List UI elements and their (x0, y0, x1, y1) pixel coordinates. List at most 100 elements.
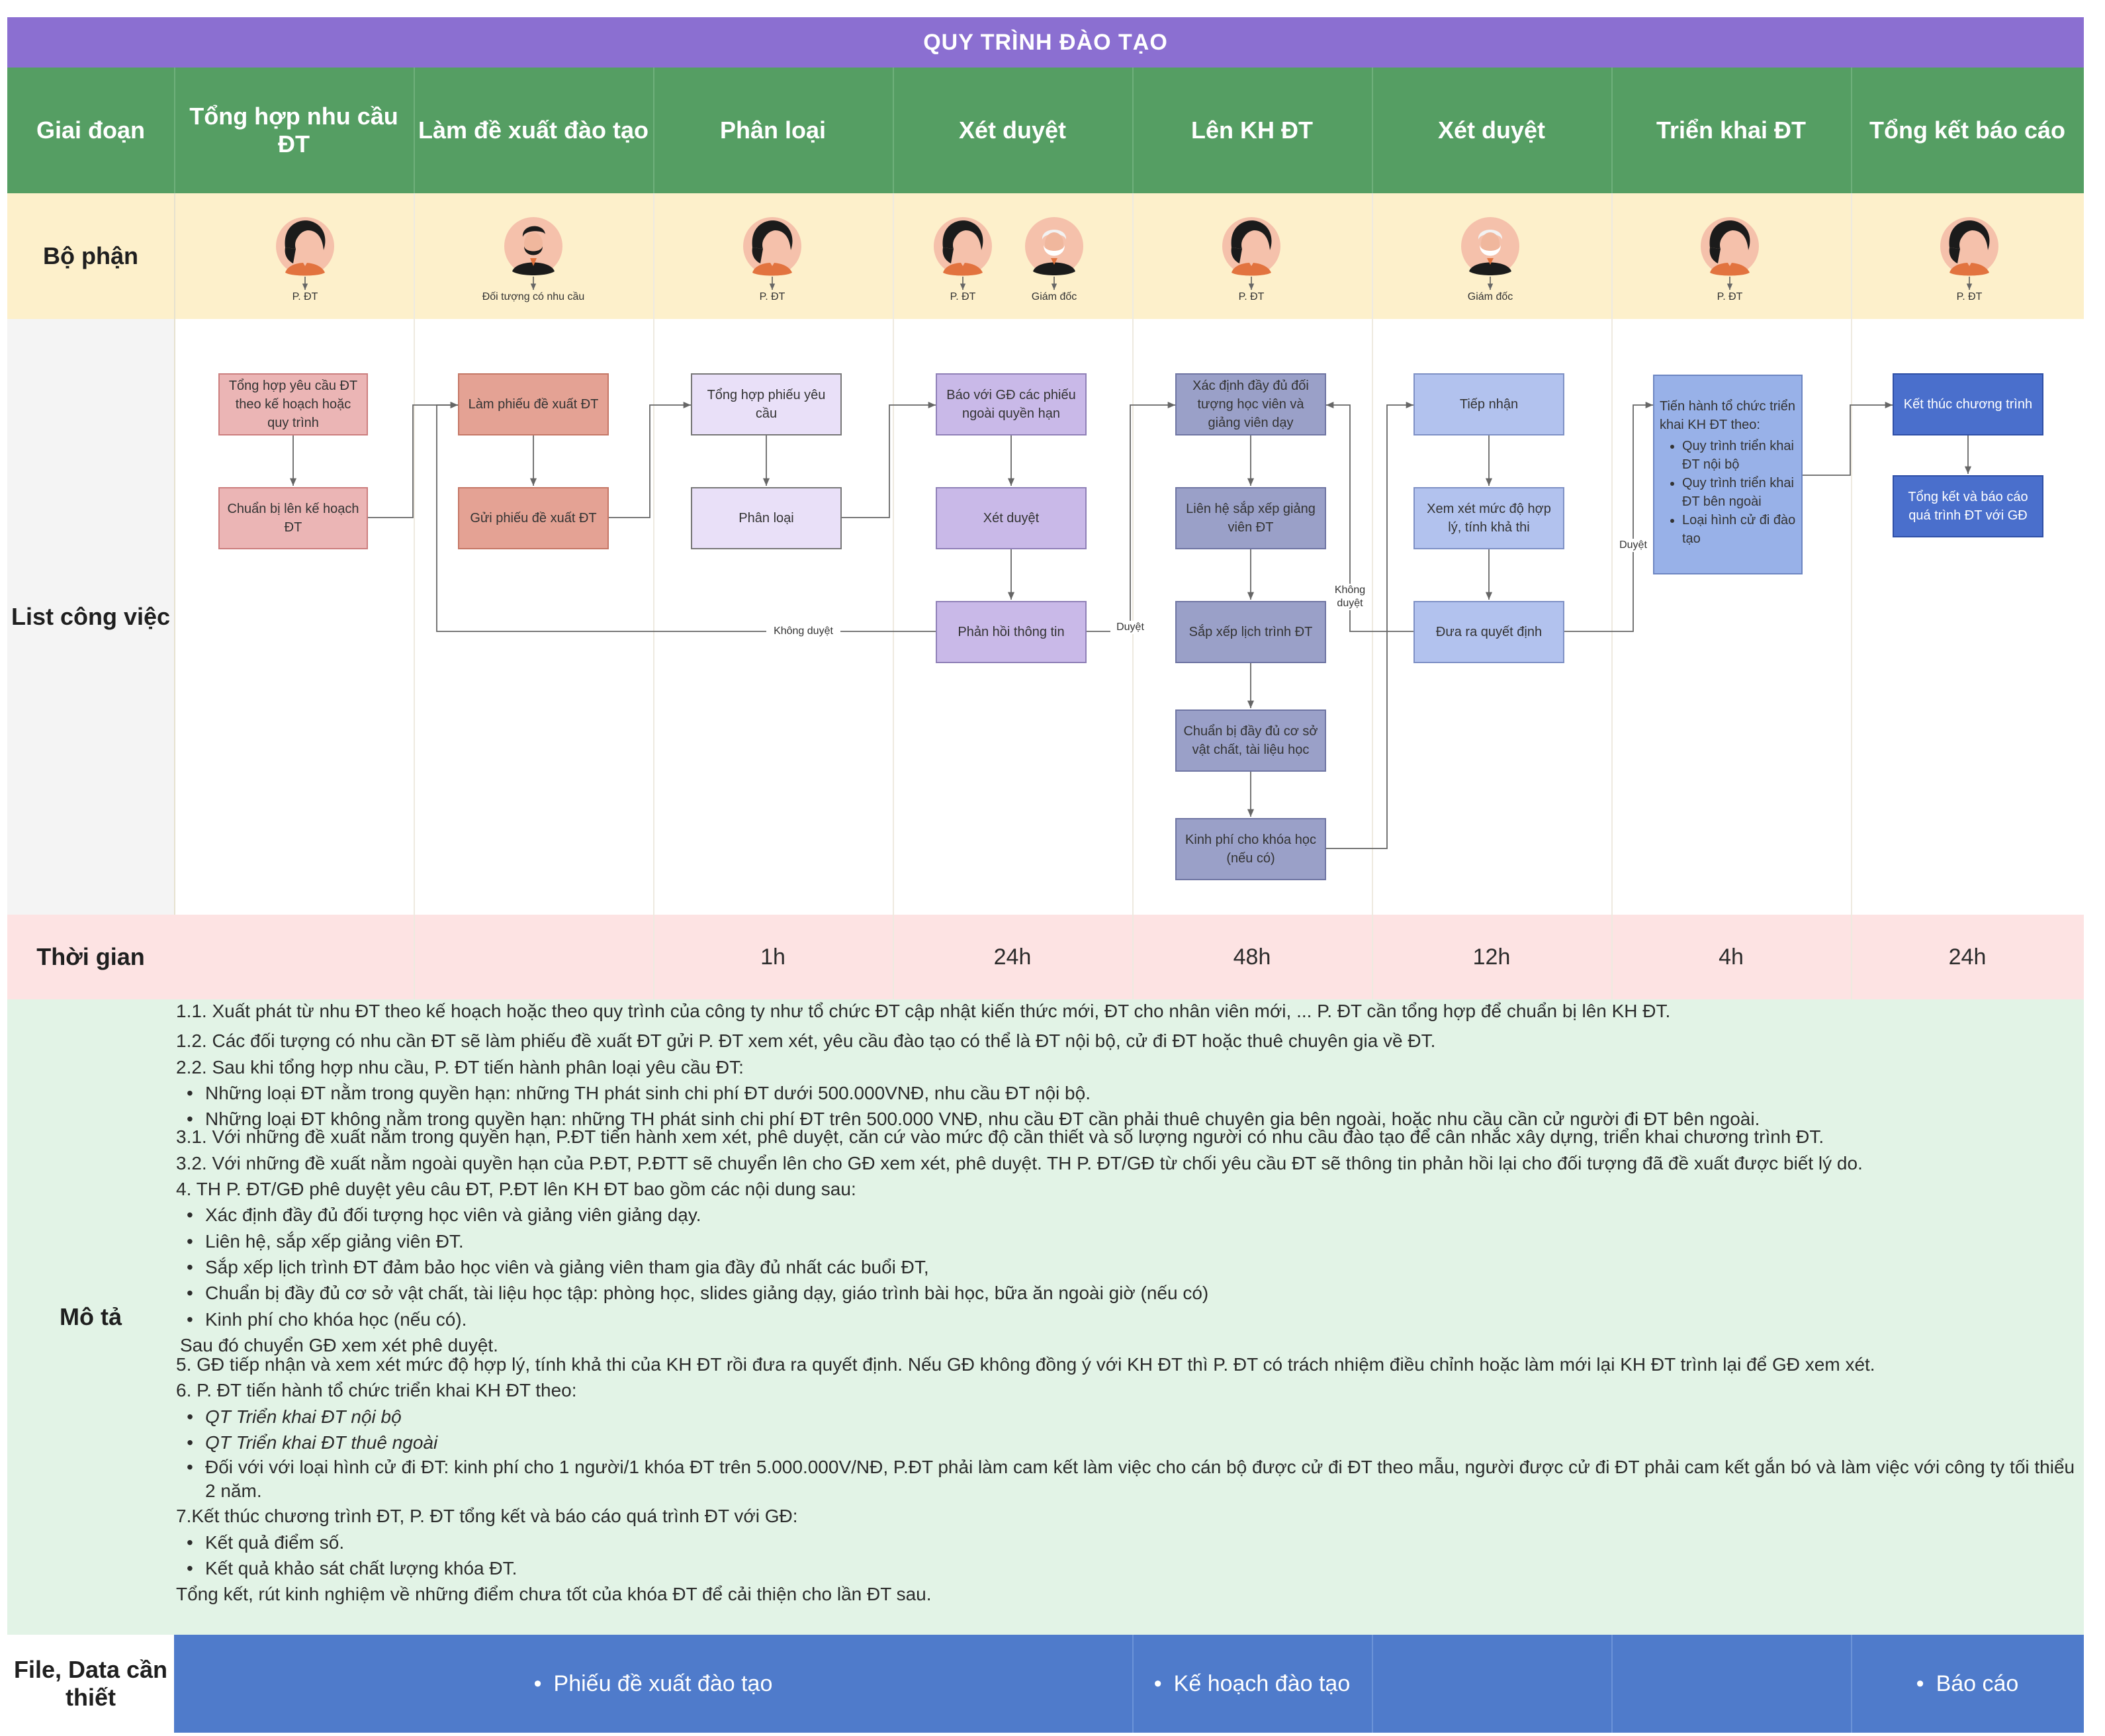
header-separator (893, 68, 894, 193)
header-label: Giai đoạn (36, 116, 146, 144)
time-value (174, 915, 414, 999)
desc-bullet: QT Triển khai ĐT thuê ngoài (176, 1430, 2082, 1456)
column-separator (174, 193, 175, 915)
desc-bullet: Chuẩn bị đầy đủ cơ sở vật chất, tài liệu… (176, 1280, 2082, 1306)
time-value: 1h (760, 944, 785, 970)
desc-line: 6. P. ĐT tiến hành tổ chức triển khai KH… (176, 1380, 577, 1401)
node-implement-item: Quy trình triển khai ĐT bên ngoài (1682, 474, 1796, 511)
header-separator (1132, 68, 1134, 193)
page-title: QUY TRÌNH ĐÀO TẠO (7, 17, 2084, 68)
node-implement-item: Loại hình cử đi đào tạo (1682, 511, 1796, 548)
files-label-cell (7, 1635, 174, 1733)
node-schedule[interactable]: Sắp xếp lịch trình ĐT (1175, 601, 1326, 663)
node-aggregate-forms[interactable]: Tổng hợp phiếu yêu cầu (691, 373, 842, 435)
connectors (289, 401, 1972, 849)
desc-line: Tổng kết, rút kinh nghiệm về những điểm … (176, 1584, 932, 1605)
file-label: Phiếu đề xuất đào tạo (553, 1670, 773, 1696)
header-separator (653, 68, 654, 193)
desc-bullet: Liên hệ, sắp xếp giảng viên ĐT. (176, 1228, 2082, 1255)
header-band (7, 68, 2084, 193)
node-receive[interactable]: Tiếp nhận (1413, 373, 1564, 435)
node-final-report[interactable]: Tổng kết và báo cáo quá trình ĐT với GĐ (1893, 475, 2043, 537)
bullet-icon: • (1153, 1670, 1162, 1696)
files-separator (1372, 1635, 1373, 1733)
time-value: 24h (993, 944, 1032, 970)
stage-header-3: Phân loại (719, 116, 827, 144)
node-send-proposal[interactable]: Gửi phiếu đề xuất ĐT (458, 487, 609, 549)
stage-header-6: Xét duyệt (1437, 116, 1546, 144)
desc-line: Sau đó chuyển GĐ xem xét phê duyệt. (180, 1334, 498, 1355)
description-text: 1.1. Xuất phát từ nhu ĐT theo kế hoạch h… (176, 998, 2082, 1608)
desc-bullet: Những loại ĐT không nằm trong quyền hạn:… (176, 1106, 2082, 1132)
man-beard-avatar-icon (504, 217, 562, 290)
desc-line: 1.1. Xuất phát từ nhu ĐT theo kế hoạch h… (176, 1001, 1671, 1021)
file-item[interactable]: •Báo cáo (1851, 1635, 2084, 1733)
header-separator (174, 68, 175, 193)
column-separator (893, 193, 894, 999)
node-classify[interactable]: Phân loại (691, 487, 842, 549)
stage-header-8: Tổng kết báo cáo (1869, 116, 2066, 144)
bullet-icon: • (533, 1670, 542, 1696)
time-value (414, 915, 653, 999)
department-label: P. ĐT (1956, 291, 1983, 302)
node-review-feasibility[interactable]: Xem xét mức độ hợp lý, tính khả thi (1413, 487, 1564, 549)
column-separator (1611, 193, 1613, 999)
desc-line: 7.Kết thúc chương trình ĐT, P. ĐT tổng k… (176, 1506, 798, 1527)
edge-label-reject: Không duyệt (1331, 584, 1368, 610)
column-separator (1372, 193, 1373, 999)
node-decide[interactable]: Đưa ra quyết định (1413, 601, 1564, 663)
time-row-label: Thời gian (36, 943, 145, 970)
department-row-label: Bộ phận (43, 242, 138, 269)
desc-bullet: Kinh phí cho khóa học (nếu có). (176, 1306, 2082, 1333)
node-contact-trainers[interactable]: Liên hệ sắp xếp giảng viên ĐT (1175, 487, 1326, 549)
node-approve[interactable]: Xét duyệt (936, 487, 1087, 549)
node-report-director[interactable]: Báo với GĐ các phiếu ngoài quyền hạn (936, 373, 1087, 435)
node-implement-title: Tiến hành tổ chức triển khai KH ĐT theo: (1660, 399, 1795, 432)
node-implement[interactable]: Tiến hành tổ chức triển khai KH ĐT theo:… (1653, 375, 1803, 574)
node-finish-program[interactable]: Kết thúc chương trình (1893, 373, 2043, 435)
desc-bullet: Những loại ĐT nằm trong quyền hạn: những… (176, 1080, 2082, 1107)
node-implement-item: Quy trình triển khai ĐT nội bộ (1682, 437, 1796, 474)
desc-bullet: Xác định đầy đủ đối tượng học viên và gi… (176, 1202, 2082, 1228)
desc-line: 5. GĐ tiếp nhận và xem xét mức độ hợp lý… (176, 1354, 1875, 1375)
department-label: P. ĐT (759, 291, 785, 302)
department-label: P. ĐT (950, 291, 976, 302)
description-row-label: Mô tả (60, 1303, 122, 1330)
files-separator (1851, 1635, 1852, 1733)
node-collect-requests[interactable]: Tổng hợp yêu cầu ĐT theo kế hoạch hoặc q… (218, 373, 368, 435)
column-separator (1851, 193, 1852, 999)
edge-label-reject: Không duyệt (766, 625, 840, 638)
elder-avatar-icon (1461, 217, 1519, 290)
node-prepare-plan[interactable]: Chuẩn bị lên kế hoạch ĐT (218, 487, 368, 549)
header-separator (1851, 68, 1852, 193)
time-value: 24h (1948, 944, 1987, 970)
bullet-icon: • (1916, 1670, 1924, 1696)
woman-avatar-icon (934, 217, 992, 290)
tasks-label-cell (7, 319, 174, 915)
header-separator (1611, 68, 1613, 193)
department-label: Đối tượng có nhu cầu (482, 291, 585, 302)
desc-bullet: Kết quả khảo sát chất lượng khóa ĐT. (176, 1555, 2082, 1582)
department-label: P. ĐT (1717, 291, 1743, 302)
desc-line: 4. TH P. ĐT/GĐ phê duyệt yêu câu ĐT, P.Đ… (176, 1179, 856, 1200)
node-create-proposal[interactable]: Làm phiếu đề xuất ĐT (458, 373, 609, 435)
file-item[interactable]: •Kế hoạch đào tạo (1132, 1635, 1372, 1733)
tasks-row-label: List công việc (11, 603, 171, 630)
files-separator (1132, 1635, 1134, 1733)
node-identify-learners[interactable]: Xác định đầy đủ đối tượng học viên và gi… (1175, 373, 1326, 435)
edge-label-approve: Duyệt (1110, 621, 1150, 634)
time-value: 4h (1719, 944, 1744, 970)
time-value: 12h (1472, 944, 1511, 970)
desc-line: 2.2. Sau khi tổng hợp nhu cầu, P. ĐT tiế… (176, 1056, 744, 1077)
woman-avatar-icon (1701, 217, 1759, 290)
files-band (7, 1635, 2084, 1733)
file-item[interactable]: • Phiếu đề xuất đào tạo (174, 1635, 1132, 1733)
desc-line: 1.2. Các đối tượng có nhu cần ĐT sẽ làm … (176, 1030, 1436, 1052)
node-facilities[interactable]: Chuẩn bị đầy đủ cơ sở vật chất, tài liệu… (1175, 709, 1326, 772)
node-budget[interactable]: Kinh phí cho khóa học (nếu có) (1175, 818, 1326, 880)
header-separator (414, 68, 415, 193)
node-feedback[interactable]: Phản hồi thông tin (936, 601, 1087, 663)
files-row-label: File, Data cần thiết (13, 1656, 168, 1711)
desc-bullet: Sắp xếp lịch trình ĐT đảm bảo học viên v… (176, 1254, 2082, 1281)
